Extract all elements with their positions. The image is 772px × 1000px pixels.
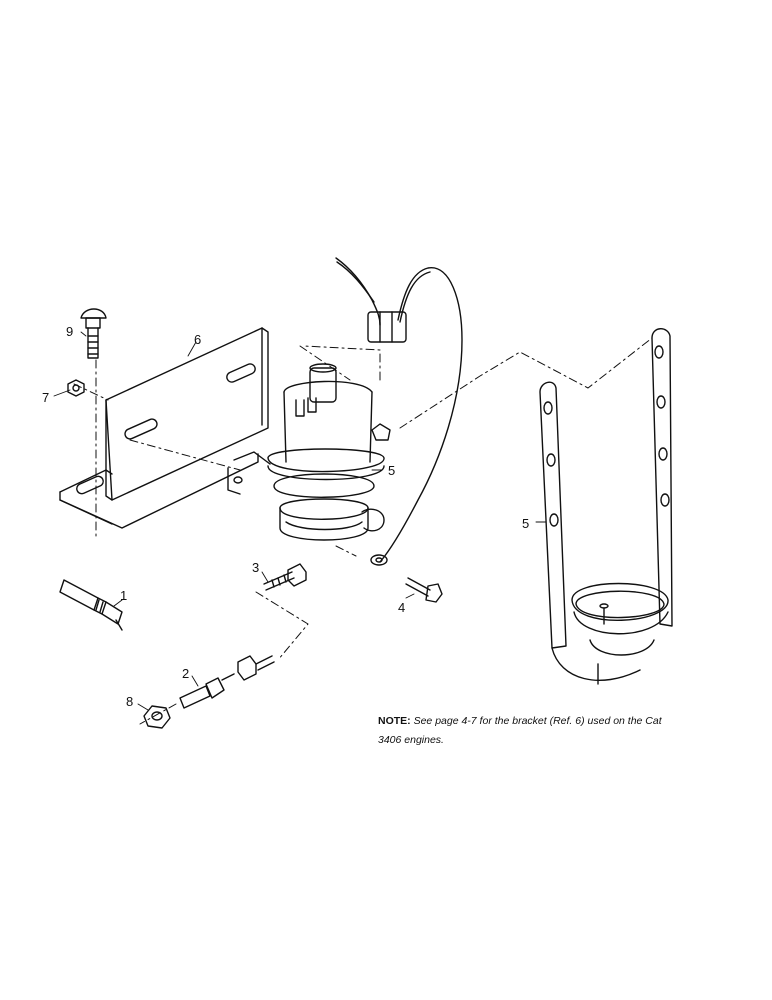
- callout-6: 6: [194, 332, 201, 347]
- callout-5-pump: 5: [388, 463, 395, 478]
- note-text-1: See page 4-7 for the bracket (Ref. 6) us…: [410, 715, 662, 727]
- callout-8: 8: [126, 694, 133, 709]
- fitting-2: [179, 655, 275, 709]
- note-label: NOTE:: [378, 715, 411, 727]
- installation-note: NOTE: See page 4-7 for the bracket (Ref.…: [378, 712, 748, 750]
- wire-connector: [367, 311, 407, 343]
- bolt-4: [405, 577, 443, 603]
- fitting-8: [143, 705, 171, 729]
- callout-9: 9: [66, 324, 73, 339]
- pump-mount-bracket: [539, 328, 673, 685]
- note-text-2: 3406 engines.: [378, 734, 444, 746]
- bolt-9: [80, 308, 107, 359]
- fitting-1: [59, 579, 123, 631]
- fuel-pump: [227, 363, 391, 541]
- callout-1: 1: [120, 588, 127, 603]
- callout-4: 4: [398, 600, 405, 615]
- callout-5-bracket: 5: [522, 516, 529, 531]
- note-line-1: NOTE: See page 4-7 for the bracket (Ref.…: [378, 712, 748, 731]
- callout-2: 2: [182, 666, 189, 681]
- callout-3: 3: [252, 560, 259, 575]
- fitting-3: [263, 563, 307, 591]
- nut-7: [67, 379, 85, 397]
- wire-harness: [335, 257, 463, 566]
- callout-7: 7: [42, 390, 49, 405]
- mounting-bracket: [59, 327, 269, 529]
- wire-ring-terminal: [370, 554, 388, 566]
